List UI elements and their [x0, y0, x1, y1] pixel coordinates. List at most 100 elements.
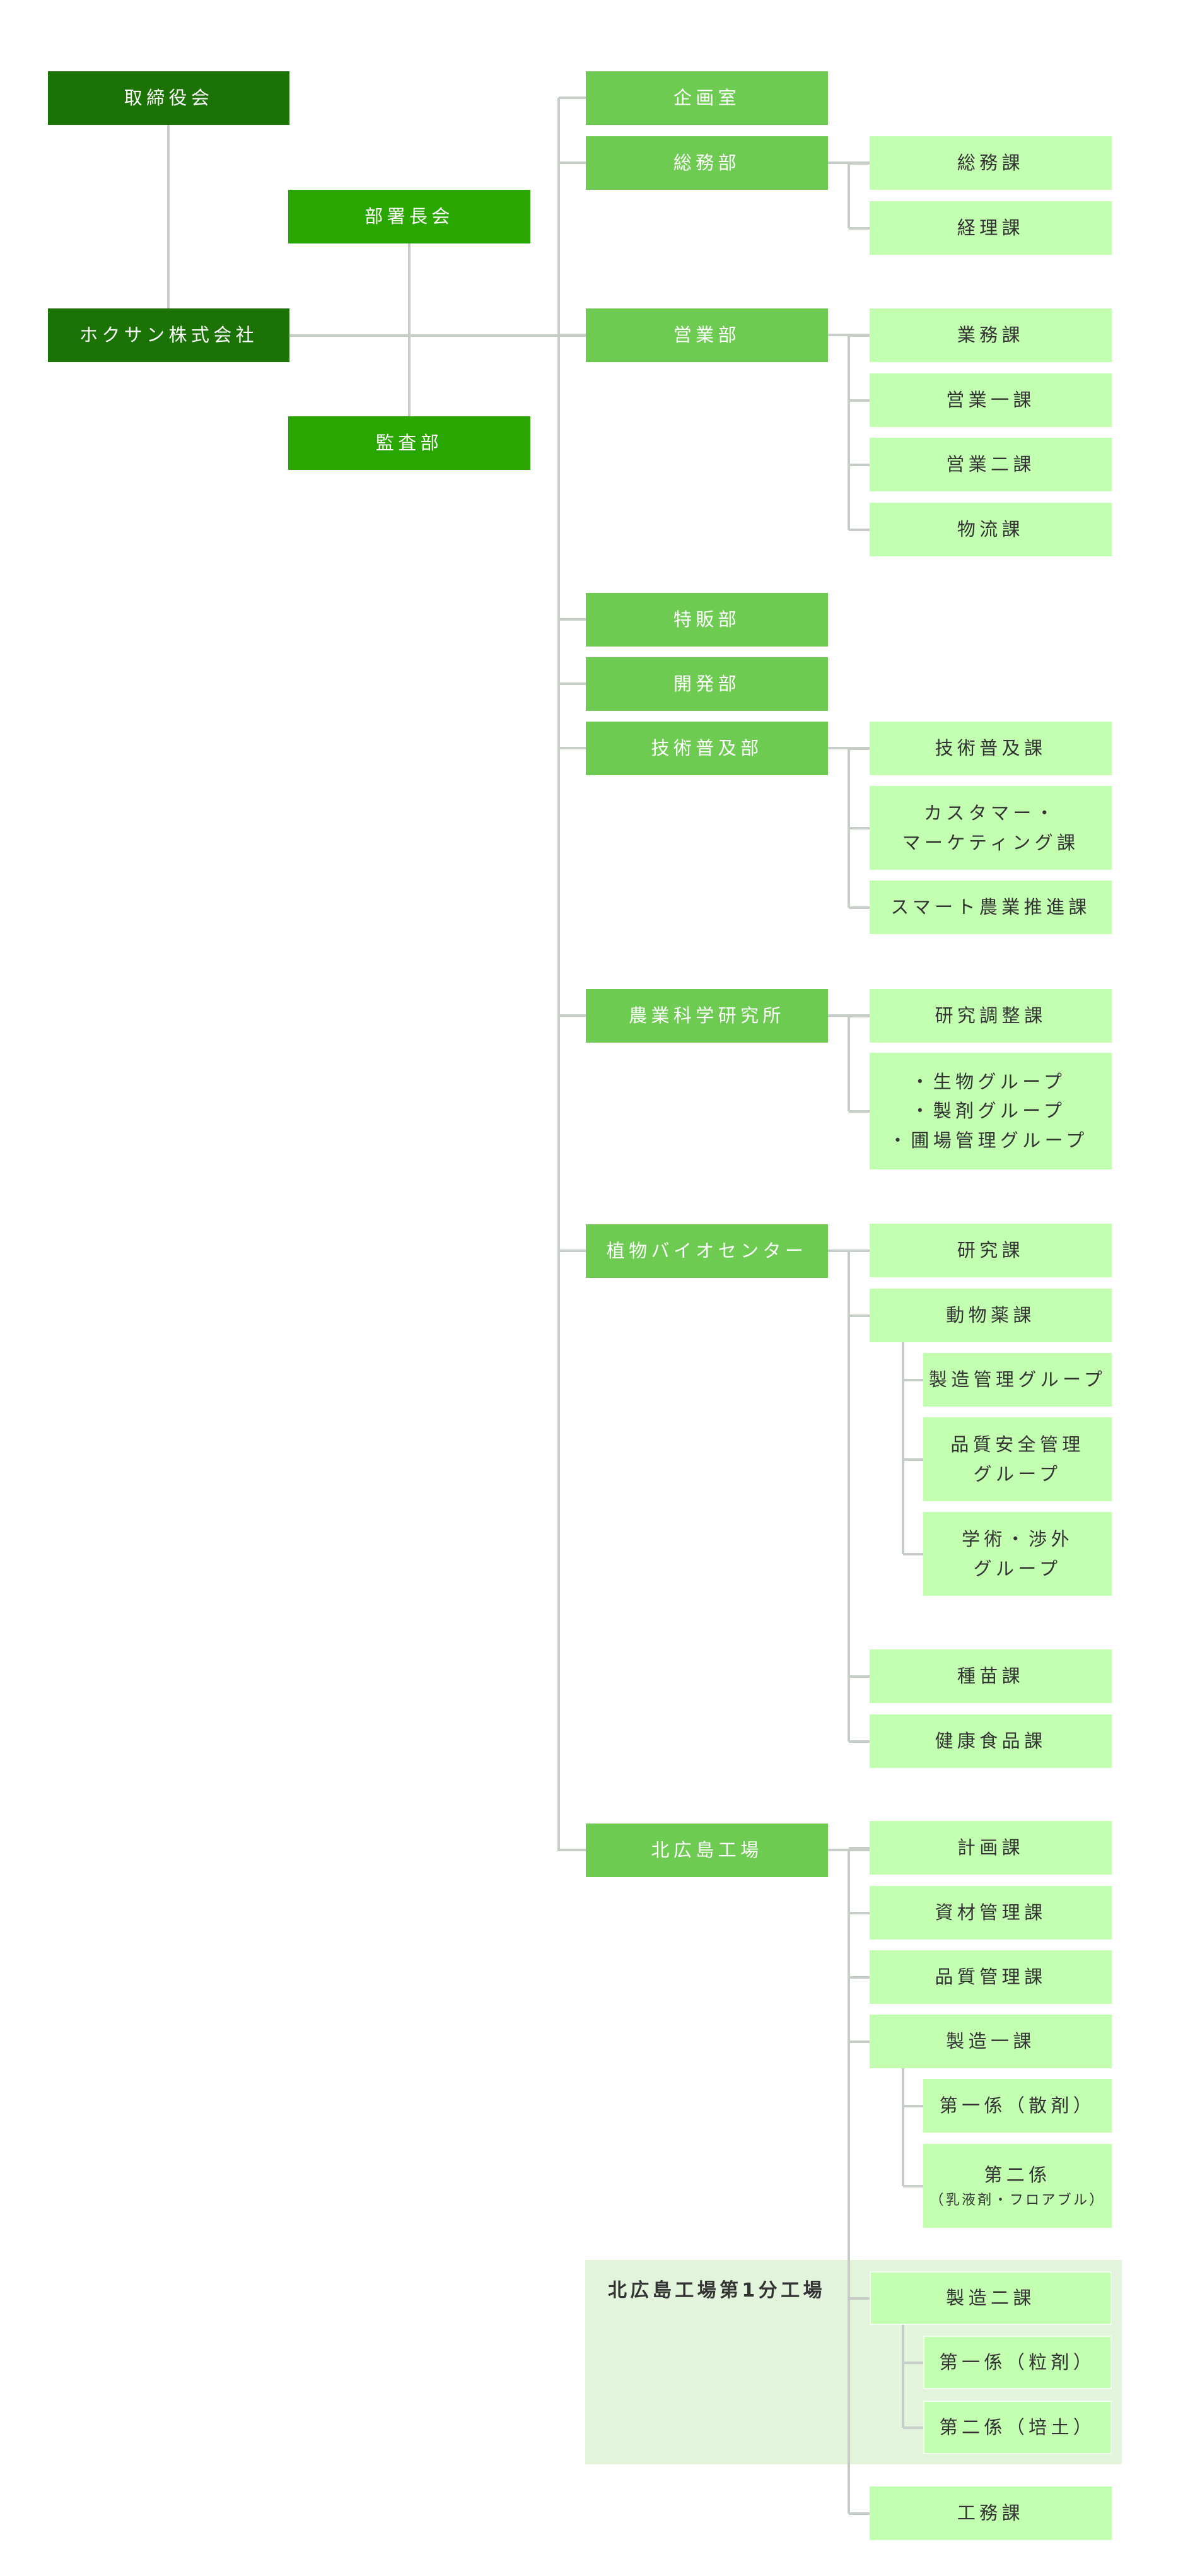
section-box[interactable]: 総務課 — [870, 136, 1112, 190]
connector-line — [848, 1251, 850, 1742]
connector-line — [848, 335, 850, 530]
connector-line — [849, 399, 870, 402]
department-box-label: 農業科学研究所 — [629, 1005, 785, 1027]
section-box[interactable]: 工務課 — [870, 2486, 1112, 2540]
connector-line — [559, 618, 586, 621]
section-box[interactable]: 営業二課 — [870, 438, 1112, 491]
section-box-label: 研究課 — [957, 1239, 1025, 1262]
section-box[interactable]: 健康食品課 — [870, 1714, 1112, 1768]
section-box[interactable]: 営業一課 — [870, 373, 1112, 427]
department-box[interactable]: 技術普及部 — [586, 722, 828, 775]
department-box[interactable]: 企画室 — [586, 71, 828, 125]
group-box-note: （乳液剤・フロアブル） — [930, 2193, 1105, 2209]
section-box-label: カスタマー・ マーケティング課 — [902, 802, 1080, 853]
company-box[interactable]: ホクサン株式会社 — [48, 308, 289, 362]
group-box[interactable]: 製造管理グループ — [923, 1353, 1112, 1407]
audit-box[interactable]: 監査部 — [288, 416, 530, 470]
section-box-label: 技術普及課 — [935, 737, 1047, 759]
section-box[interactable]: 経理課 — [870, 201, 1112, 255]
board-box-label: 取締役会 — [124, 87, 214, 109]
department-box-label: 総務部 — [673, 152, 741, 174]
section-box-label: 資材管理課 — [935, 1902, 1047, 1924]
department-box-label: 特販部 — [673, 609, 741, 631]
department-box[interactable]: 植物バイオセンター — [586, 1224, 828, 1278]
section-box[interactable]: ・生物グループ ・製剤グループ ・圃場管理グループ — [870, 1053, 1112, 1169]
group-box[interactable]: 第二係 （乳液剤・フロアブル） — [923, 2144, 1112, 2228]
group-box-label: 品質安全管理 グループ — [950, 1434, 1085, 1485]
section-box[interactable]: 研究調整課 — [870, 989, 1112, 1043]
section-box-label: ・生物グループ ・製剤グループ ・圃場管理グループ — [889, 1070, 1088, 1151]
section-box-label: 経理課 — [957, 217, 1025, 239]
group-box-label: 製造管理グループ — [928, 1369, 1107, 1391]
connector-line — [559, 1250, 586, 1252]
section-box[interactable]: 研究課 — [870, 1224, 1112, 1277]
group-box-label: 第二係 — [984, 2163, 1051, 2186]
section-box[interactable]: 動物薬課 — [870, 1289, 1112, 1342]
group-box[interactable]: 学術・渉外 グループ — [923, 1512, 1112, 1596]
connector-line — [849, 747, 870, 750]
section-box[interactable]: 品質管理課 — [870, 1950, 1112, 2004]
department-box[interactable]: 北広島工場 — [586, 1824, 828, 1877]
connector-line — [849, 334, 870, 337]
connector-line — [903, 2361, 923, 2364]
section-box-label: 健康食品課 — [935, 1730, 1047, 1752]
connector-line — [849, 2512, 870, 2515]
department-box-label: 技術普及部 — [651, 737, 763, 759]
section-box[interactable]: 製造二課 — [870, 2271, 1112, 2325]
section-box[interactable]: 資材管理課 — [870, 1886, 1112, 1940]
section-box[interactable]: 種苗課 — [870, 1649, 1112, 1703]
department-box-label: 営業部 — [673, 324, 741, 346]
section-box-label: 製造二課 — [946, 2287, 1035, 2309]
department-box[interactable]: 営業部 — [586, 308, 828, 362]
connector-line — [849, 1740, 870, 1743]
connector-line — [557, 98, 560, 1851]
section-box[interactable]: 物流課 — [870, 503, 1112, 556]
connector-line — [849, 226, 870, 230]
section-box[interactable]: 業務課 — [870, 308, 1112, 362]
section-box[interactable]: スマート農業推進課 — [870, 881, 1112, 934]
department-box[interactable]: 特販部 — [586, 593, 828, 647]
department-box-label: 北広島工場 — [651, 1839, 763, 1861]
connector-line — [167, 125, 170, 308]
group-box[interactable]: 第二係（培土） — [923, 2401, 1112, 2454]
connector-line — [849, 463, 870, 466]
section-box-label: 製造一課 — [946, 2030, 1035, 2052]
section-box-label: 計画課 — [957, 1837, 1025, 1859]
department-box[interactable]: 総務部 — [586, 136, 828, 190]
section-box-label: 営業一課 — [946, 389, 1035, 411]
audit-box-label: 監査部 — [375, 432, 443, 454]
connector-line — [903, 1552, 923, 1555]
connector-line — [849, 2040, 870, 2043]
section-box[interactable]: カスタマー・ マーケティング課 — [870, 786, 1112, 870]
connector-line — [849, 161, 870, 165]
department-box[interactable]: 農業科学研究所 — [586, 989, 828, 1043]
section-box[interactable]: 技術普及課 — [870, 722, 1112, 775]
connector-line — [903, 1378, 923, 1381]
section-box-label: 物流課 — [957, 518, 1025, 541]
section-box-label: スマート農業推進課 — [890, 896, 1091, 918]
section-box-label: 営業二課 — [946, 454, 1035, 476]
connector-line — [849, 826, 870, 829]
connector-line — [849, 1314, 870, 1317]
group-box-label: 第一係（散剤） — [939, 2095, 1096, 2117]
board-box[interactable]: 取締役会 — [48, 71, 289, 125]
connector-line — [849, 1976, 870, 1979]
department-box[interactable]: 開発部 — [586, 657, 828, 711]
managers-meeting-box[interactable]: 部署長会 — [288, 190, 530, 243]
group-box[interactable]: 第一係（散剤） — [923, 2079, 1112, 2133]
managers-meeting-box-label: 部署長会 — [364, 206, 454, 228]
connector-line — [902, 2325, 904, 2428]
connector-line — [849, 1109, 870, 1113]
connector-line — [848, 1850, 850, 2514]
section-box[interactable]: 製造一課 — [870, 2015, 1112, 2068]
connector-line — [849, 1911, 870, 1914]
group-box[interactable]: 品質安全管理 グループ — [923, 1417, 1112, 1501]
section-box-label: 種苗課 — [957, 1665, 1025, 1687]
connector-line — [903, 2184, 923, 2187]
department-box-label: 開発部 — [673, 673, 741, 695]
connector-line — [849, 906, 870, 909]
connector-line — [559, 1014, 586, 1017]
section-box[interactable]: 計画課 — [870, 1821, 1112, 1875]
group-box[interactable]: 第一係（粒剤） — [923, 2336, 1112, 2389]
connector-line — [849, 1249, 870, 1252]
